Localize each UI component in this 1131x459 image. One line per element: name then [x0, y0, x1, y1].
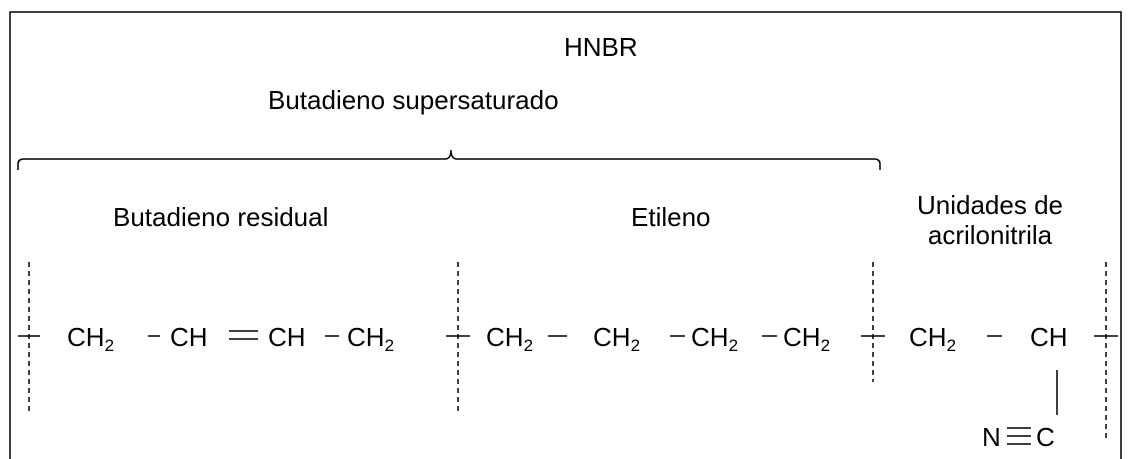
frame	[9, 11, 1122, 459]
atom-ch2-5: CH2	[691, 322, 739, 355]
title-hnbr: HNBR	[564, 32, 638, 62]
atom-text: CH	[170, 322, 208, 352]
label-butadieno-residual: Butadieno residual	[113, 202, 329, 232]
subscript: 2	[523, 336, 534, 355]
atom-text: CH	[1030, 322, 1068, 352]
subscript: 2	[384, 336, 395, 355]
atom-ch2-7: CH2	[909, 322, 957, 355]
atom-ch2-2: CH2	[347, 322, 395, 355]
atom-text: CH	[691, 322, 729, 352]
subscript: 2	[104, 336, 115, 355]
atom-text: CH	[783, 322, 821, 352]
label-acrylo-line2: acrilonitrila	[927, 220, 1053, 250]
atom-text: CH	[593, 322, 631, 352]
label-etileno: Etileno	[631, 202, 711, 232]
atom-text: CH	[909, 322, 947, 352]
atom-ch2-1: CH2	[67, 322, 115, 355]
subscript: 2	[820, 336, 831, 355]
atom-c: C	[1036, 422, 1055, 452]
atom-n: N	[982, 422, 1001, 452]
subscript: 2	[630, 336, 641, 355]
subscript: 2	[946, 336, 957, 355]
atom-text: CH	[347, 322, 385, 352]
atom-ch2-6: CH2	[783, 322, 831, 355]
atom-text: C	[1036, 422, 1055, 452]
atom-text: CH	[268, 322, 306, 352]
atom-text: CH	[486, 322, 524, 352]
atom-text: CH	[67, 322, 105, 352]
atom-ch-1: CH	[170, 322, 208, 352]
label-butadieno-supersaturado: Butadieno supersaturado	[268, 85, 559, 115]
atom-ch-2: CH	[268, 322, 306, 352]
atom-ch2-3: CH2	[486, 322, 534, 355]
label-acrylo-line1: Unidades de	[917, 190, 1063, 220]
label-unidades-de-acrilonitrila: Unidades de acrilonitrila	[880, 190, 1100, 250]
subscript: 2	[728, 336, 739, 355]
atom-text: N	[982, 422, 1001, 452]
atom-ch-3: CH	[1030, 322, 1068, 352]
atom-ch2-4: CH2	[593, 322, 641, 355]
brace-supersaturated	[17, 149, 881, 170]
